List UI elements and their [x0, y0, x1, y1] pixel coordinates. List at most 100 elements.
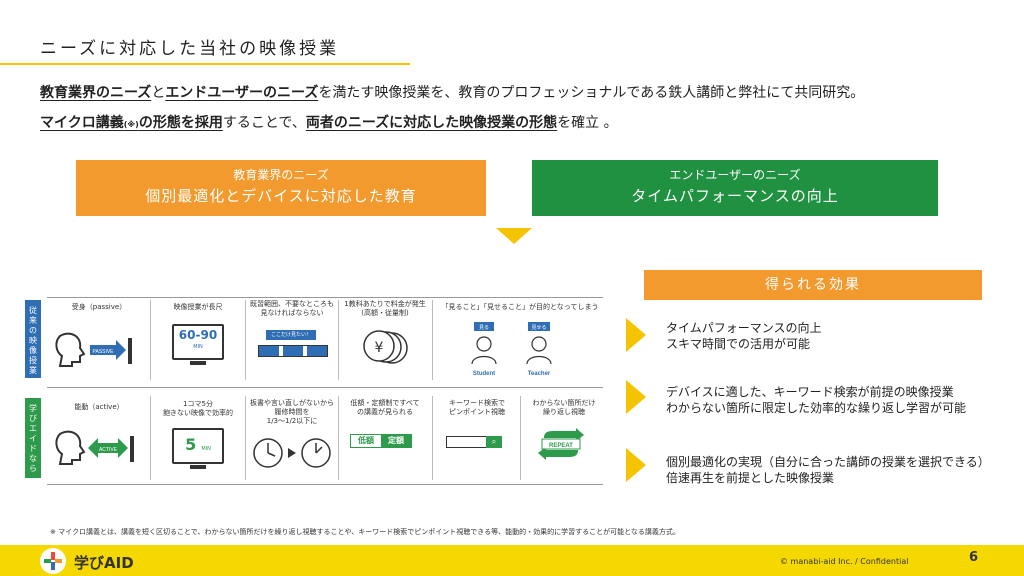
active-c6-line1: わからない箇所だけ: [532, 399, 596, 407]
active-c2-line2: 飽きない映像で効率的: [163, 409, 233, 417]
lead-micro-lecture: マイクロ講義(※)の形態を採用: [40, 115, 223, 131]
passive-label-char: 授: [29, 356, 37, 365]
col-divider: [245, 300, 246, 380]
active-label-char: ら: [29, 464, 37, 473]
low-fixed-price-tag: 低額 定額: [350, 434, 412, 448]
col-divider: [150, 300, 151, 380]
passive-c1-caption: 受身（passive）: [71, 303, 127, 311]
lead-edu-needs: 教育業界のニーズ: [40, 85, 152, 101]
show-tag: 見せる: [531, 325, 546, 331]
passive-c4-caption: 1教科あたりで料金が発生(高額・従量制): [340, 300, 430, 318]
passive-label-char: 業: [29, 366, 37, 375]
student-label: Student: [473, 371, 495, 377]
effect-1-line2: スキマ時間での活用が可能: [666, 337, 811, 351]
effect-item-2: デバイスに適した、キーワード検索が前提の映像授業わからない箇所に限定した効率的な…: [666, 384, 966, 416]
passive-label-char: の: [29, 326, 37, 335]
want-this-tag: ここだけ見たい！: [266, 330, 316, 340]
long-video-unit: MIN: [193, 344, 203, 350]
active-row-label: 学 び エ イ ド な ら: [25, 398, 41, 478]
yen-sign: ¥: [375, 340, 384, 356]
video-timeline-bar: [258, 345, 328, 357]
col-divider: [245, 396, 246, 480]
student-teacher-icon: 見る 見せる Student Teacher: [471, 322, 552, 377]
active-head-icon: ACTIVE: [55, 430, 134, 465]
repeat-label: REPEAT: [549, 443, 573, 449]
user-needs-sub: エンドユーザーのニーズ: [669, 168, 801, 182]
active-c2-caption: 1コマ5分飽きない映像で効率的: [152, 400, 244, 418]
active-c5-line2: ピンポイント視聴: [449, 408, 505, 416]
lead-user-needs: エンドユーザーのニーズ: [165, 85, 319, 101]
table-top-rule: [47, 297, 603, 298]
lead-line-1: 教育業界のニーズとエンドユーザーのニーズを満たす映像授業を、教育のプロフェッショ…: [40, 82, 864, 102]
passive-c3-line2: 見なければならない: [260, 309, 324, 317]
active-c5-line1: キーワード検索で: [449, 399, 505, 407]
lead-note-mark: (※): [123, 120, 139, 129]
active-label-char: び: [29, 414, 37, 423]
copyright: © manabi-aid Inc. / Confidential: [780, 557, 909, 566]
short-video-minutes: 5: [185, 435, 197, 454]
lead-rest-2a: することで、: [222, 115, 306, 131]
effect-item-1: タイムパフォーマンスの向上スキマ時間での活用が可能: [666, 320, 822, 352]
lead-rest-1: を満たす映像授業を、教育のプロフェッショナルである鉄人講師と弊社にて共同研究。: [318, 85, 865, 101]
active-label-char: イ: [29, 434, 37, 443]
footnote: ※ マイクロ講義とは、講義を短く区切ることで、わからない箇所だけを繰り返し視聴す…: [50, 528, 680, 536]
effect-3-line1: 個別最適化の実現（自分に合った講師の授業を選択できる）: [666, 455, 990, 469]
active-label-char: な: [29, 454, 37, 463]
clocks-icon: [253, 438, 331, 468]
passive-c3-caption: 既習範囲、不要なところも見なければならない: [247, 300, 337, 318]
active-tag: ACTIVE: [99, 447, 118, 453]
effect-arrow-icon: [626, 380, 646, 414]
active-c3-line2: 履修時間を: [274, 408, 310, 416]
passive-c4-line1: 1教科あたりで料金が発生: [344, 300, 426, 308]
active-c4-caption: 低額・定額制ですべての講義が見られる: [340, 399, 430, 417]
table-bottom-rule: [47, 484, 603, 485]
logo-cross-icon: [44, 552, 62, 570]
effect-arrow-icon: [626, 318, 646, 352]
active-c6-caption: わからない箇所だけ繰り返し視聴: [524, 399, 604, 417]
active-c3-line3: 1/3〜1/2以下に: [266, 417, 318, 425]
active-label-char: 学: [29, 404, 37, 413]
logo-icon: [40, 548, 66, 574]
passive-row-label: 従 来 の 映 像 授 業: [25, 300, 41, 378]
effect-item-3: 個別最適化の実現（自分に合った講師の授業を選択できる） 倍速再生を前提とした映像授…: [666, 454, 990, 486]
monitor-stand: [190, 465, 206, 469]
repeat-icon: REPEAT: [538, 428, 584, 460]
passive-tag: PASSIVE: [92, 349, 114, 355]
passive-head-icon: PASSIVE: [55, 332, 132, 367]
page-number: 6: [969, 550, 979, 565]
user-needs-box: エンドユーザーのニーズ タイムパフォーマンスの向上: [532, 160, 938, 216]
passive-label-char: 映: [29, 336, 37, 345]
long-video-minutes: 60-90: [178, 328, 218, 342]
col-divider: [432, 396, 433, 480]
lead-rest-2b: を確立 。: [557, 115, 618, 131]
effect-1-line1: タイムパフォーマンスの向上: [666, 321, 822, 335]
lead-both-needs: 両者のニーズに対応した映像授業の形態: [305, 115, 558, 131]
passive-label-char: 来: [29, 316, 37, 325]
lead-micro-text: マイクロ講義: [40, 115, 124, 131]
edu-needs-sub: 教育業界のニーズ: [233, 168, 329, 182]
lead-line-2: マイクロ講義(※)の形態を採用することで、両者のニーズに対応した映像授業の形態を…: [40, 112, 618, 132]
logo-text: 学びAID: [74, 554, 134, 572]
passive-c2-caption: 映像授業が長尺: [173, 303, 223, 311]
col-divider: [338, 300, 339, 380]
edu-needs-box: 教育業界のニーズ 個別最適化とデバイスに対応した教育: [76, 160, 486, 216]
coins-icon: ¥: [363, 330, 408, 364]
down-arrow-icon: [496, 228, 532, 244]
active-c1-caption: 能動（active）: [74, 403, 124, 411]
look-tag: 見る: [479, 325, 489, 331]
passive-c5-caption: 「見ること」「見せること」が目的となってしまう: [441, 303, 599, 311]
table-mid-rule: [47, 387, 603, 388]
active-c4-line1: 低額・定額制ですべて: [350, 399, 420, 407]
passive-c3-line1: 既習範囲、不要なところも: [250, 300, 334, 308]
low-price-label: 低額: [358, 436, 374, 445]
active-c5-caption: キーワード検索でピンポイント視聴: [434, 399, 520, 417]
fixed-price-label: 定額: [381, 435, 411, 447]
effect-arrow-icon: [626, 448, 646, 482]
effect-3-line2: 倍速再生を前提とした映像授業: [666, 471, 835, 485]
effect-2-line1: デバイスに適した、キーワード検索が前提の映像授業: [666, 385, 954, 399]
col-divider: [432, 300, 433, 380]
col-divider: [150, 396, 151, 480]
user-needs-main: タイムパフォーマンスの向上: [631, 187, 839, 205]
edu-needs-main: 個別最適化とデバイスに対応した教育: [145, 187, 417, 205]
